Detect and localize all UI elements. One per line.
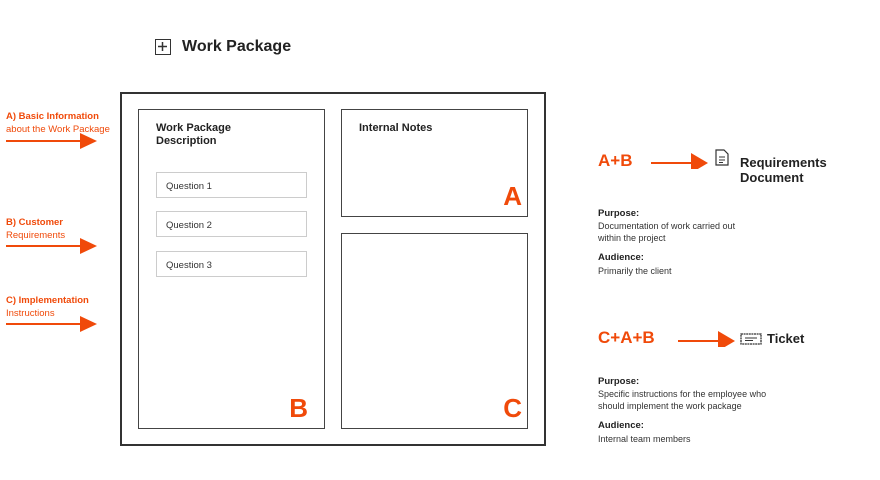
letter-c: C bbox=[503, 393, 522, 423]
document-icon bbox=[715, 149, 729, 166]
arrow-right-icon bbox=[651, 153, 708, 169]
ticket-icon bbox=[740, 333, 762, 345]
purpose-label: Purpose: bbox=[598, 208, 640, 219]
letter-a: A bbox=[503, 181, 522, 211]
plus-icon bbox=[155, 39, 171, 55]
formula-a-b: A+B bbox=[598, 151, 633, 170]
purpose-text: Documentation of work carried out within… bbox=[598, 221, 736, 243]
audience-text: Primarily the client bbox=[598, 266, 672, 276]
arrow-right-icon bbox=[678, 331, 735, 347]
question-field[interactable]: Question 1 bbox=[156, 172, 307, 198]
work-package-frame bbox=[120, 92, 546, 446]
audience-text: Internal team members bbox=[598, 434, 691, 444]
formula-c-a-b: C+A+B bbox=[598, 328, 655, 347]
letter-b: B bbox=[289, 393, 308, 423]
description-panel: Work Package Description Question 1 Ques… bbox=[138, 109, 325, 429]
notes-title: Internal Notes bbox=[359, 122, 433, 134]
question-field[interactable]: Question 3 bbox=[156, 251, 307, 277]
purpose-text: Specific instructions for the employee w… bbox=[598, 389, 767, 411]
implementation-panel: C bbox=[341, 233, 528, 429]
ticket-title: Ticket bbox=[767, 331, 805, 346]
audience-label: Audience: bbox=[598, 252, 644, 263]
page-title: Work Package bbox=[182, 38, 292, 55]
audience-label: Audience: bbox=[598, 420, 644, 431]
requirements-document-title: Requirements Document bbox=[740, 155, 827, 185]
description-title: Work Package Description bbox=[156, 122, 232, 147]
arrow-a-icon bbox=[6, 133, 97, 149]
internal-notes-panel: Internal Notes A bbox=[341, 109, 528, 217]
question-field[interactable]: Question 2 bbox=[156, 211, 307, 237]
purpose-label: Purpose: bbox=[598, 376, 640, 387]
arrow-c-icon bbox=[6, 316, 97, 332]
arrow-b-icon bbox=[6, 238, 97, 254]
